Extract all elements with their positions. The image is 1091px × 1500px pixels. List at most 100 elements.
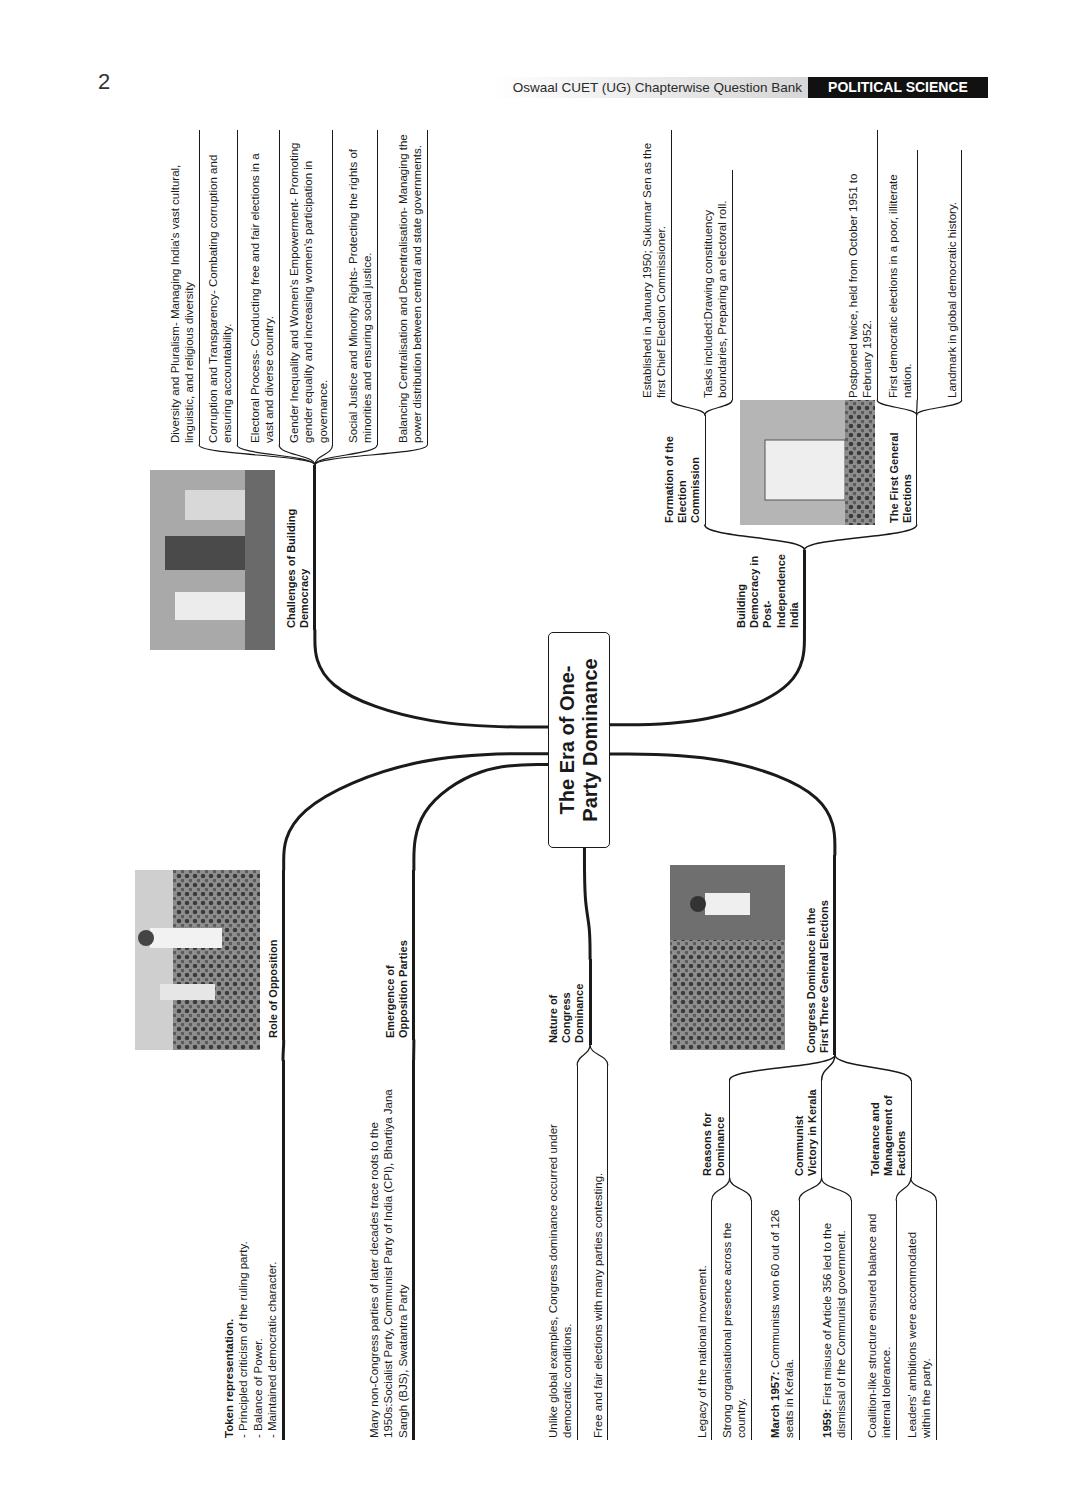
- note-text: Postponed twice, held from October 1951 …: [846, 132, 875, 398]
- note-text: Many non-Congress parties of later decad…: [367, 1062, 410, 1438]
- subtopic: Formation of the Election Commission: [663, 415, 706, 525]
- branch-line: [279, 445, 315, 465]
- note-text: Landmark in global democratic history.: [945, 152, 959, 398]
- note-text: Gender Inequality and Women's Empowermen…: [287, 132, 330, 443]
- photo-challenges: [150, 470, 275, 650]
- leaf-note: Corruption and Transparency- Combating c…: [206, 130, 238, 445]
- leaf-note: Leaders' ambitions were accommodated wit…: [905, 1200, 937, 1440]
- subtopic: Tolerance and Management of Factions: [869, 1080, 912, 1178]
- photo-background: [135, 870, 173, 1050]
- branch-topic: Nature of Congress Dominance: [547, 959, 592, 1045]
- branch-line: [730, 1178, 752, 1200]
- photo-frame: [670, 865, 785, 1050]
- branch-line: [577, 1045, 590, 1065]
- topic-text: Emergence of Opposition Parties: [384, 922, 410, 1038]
- subtopic: Communist Victory in Kerala: [793, 1080, 822, 1178]
- topic-text: The First General Elections: [888, 419, 914, 523]
- branch-line: [911, 1178, 936, 1200]
- leaf-note: Established in January 1950; Sukumar Sen…: [640, 130, 672, 400]
- note-text: First democratic elections in a poor, il…: [886, 152, 915, 398]
- photo-stage: [670, 865, 785, 940]
- leaf-note: Diversity and Pluralism- Managing India'…: [168, 130, 200, 445]
- branch-line: [799, 1178, 821, 1200]
- photo-table: [245, 470, 275, 650]
- photo-congress: [670, 865, 785, 1050]
- note-text: - Balance of Power.: [251, 1062, 265, 1438]
- topic-text: Challenges of Building Democracy: [285, 467, 311, 628]
- branch-line: [315, 445, 427, 465]
- photo-figure: [138, 930, 154, 946]
- photo-elections: [740, 400, 875, 525]
- topic-text: Building Democracy in Post-Independence …: [735, 552, 801, 628]
- topic-text: The Era of One-Party Dominance: [556, 651, 602, 829]
- branch-line: [822, 1055, 835, 1080]
- branch-line: [712, 1178, 730, 1200]
- topic-text: Nature of Congress Dominance: [547, 961, 587, 1043]
- branch-line: [199, 445, 315, 465]
- topic-text: Formation of the Election Commission: [663, 421, 703, 523]
- note-text: Unlike global examples, Congress dominan…: [546, 1067, 575, 1438]
- note-text: Established in January 1950; Sukumar Sen…: [640, 132, 669, 398]
- topic-text: Reasons for Dominance: [701, 1082, 727, 1176]
- subtopic: Reasons for Dominance: [701, 1080, 730, 1178]
- subject-tag: POLITICAL SCIENCE: [808, 77, 988, 98]
- note-text: Leaders' ambitions were accommodated wit…: [905, 1202, 934, 1438]
- note-text: Social Justice and Minority Rights- Prot…: [346, 132, 375, 443]
- photo-frame: [150, 470, 275, 650]
- note-text: March 1957:: [769, 1372, 781, 1438]
- leaf-note: Gender Inequality and Women's Empowermen…: [287, 130, 333, 445]
- branch-line: [730, 1055, 835, 1080]
- branch-line: [671, 400, 705, 415]
- note-text: First misuse of Article 356 led to the d…: [821, 1223, 847, 1438]
- topic-text: Congress Dominance in the First Three Ge…: [805, 893, 831, 1053]
- leaf-note: Token representation.- Principled critic…: [222, 1060, 285, 1440]
- topic-text: Role of Opposition: [267, 872, 280, 1038]
- leaf-note: Unlike global examples, Congress dominan…: [546, 1065, 578, 1440]
- leaf-note: Coalition-like structure ensured balance…: [865, 1200, 897, 1440]
- photo-crowd: [845, 400, 875, 525]
- note-text: Diversity and Pluralism- Managing India'…: [168, 132, 197, 443]
- photo-figure: [690, 896, 706, 912]
- branch-line: [705, 400, 732, 415]
- leaf-note: Strong organisational presence across th…: [720, 1200, 752, 1440]
- branch-topic: Role of Opposition: [267, 870, 285, 1040]
- book-title: Oswaal CUET (UG) Chapterwise Question Ba…: [490, 77, 802, 98]
- leaf-note: Electoral Process- Conducting free and f…: [248, 130, 280, 445]
- branch-line: [896, 1178, 911, 1200]
- branch-line: [284, 754, 548, 870]
- branch-line: [282, 1040, 286, 1060]
- leaf-note: Social Justice and Minority Rights- Prot…: [346, 130, 378, 445]
- branch-line: [917, 400, 962, 415]
- photo-figure: [150, 928, 222, 948]
- page-header: 2Oswaal CUET (UG) Chapterwise Question B…: [0, 0, 1091, 110]
- leaf-note: Many non-Congress parties of later decad…: [367, 1060, 415, 1440]
- branch-line: [835, 1055, 911, 1080]
- note-text: Tasks included:Drawing constituency boun…: [701, 172, 730, 398]
- branch-line: [584, 848, 590, 959]
- branch-line: [414, 764, 548, 870]
- photo-opposition: [135, 870, 260, 1050]
- note-text: Coalition-like structure ensured balance…: [865, 1202, 894, 1438]
- leaf-note: Postponed twice, held from October 1951 …: [846, 130, 878, 400]
- branch-topic: Emergence of Opposition Parties: [384, 870, 415, 1040]
- branch-line: [705, 525, 805, 550]
- note-text: Corruption and Transparency- Combating c…: [206, 132, 235, 443]
- photo-figure: [705, 893, 750, 915]
- branch-line: [877, 400, 916, 415]
- note-text: Token representation.: [222, 1062, 236, 1438]
- branch-line: [610, 754, 835, 855]
- leaf-note: Landmark in global democratic history.: [945, 150, 962, 400]
- branch-line: [412, 1040, 415, 1060]
- central-topic: The Era of One-Party Dominance: [548, 632, 610, 848]
- note-text: Legacy of the national movement.: [695, 1202, 709, 1438]
- leaf-note: Free and fair elections with many partie…: [591, 1065, 608, 1440]
- note-text: Strong organisational presence across th…: [720, 1202, 749, 1438]
- note-text: - Maintained democratic character.: [265, 1062, 279, 1438]
- branch-line: [315, 630, 548, 727]
- note-text: Electoral Process- Conducting free and f…: [248, 132, 277, 443]
- subtopic: The First General Elections: [888, 415, 917, 525]
- photo-figure: [160, 984, 215, 1000]
- photo-poster: [765, 440, 845, 500]
- leaf-note: Balancing Centralisation and Decentralis…: [396, 130, 428, 445]
